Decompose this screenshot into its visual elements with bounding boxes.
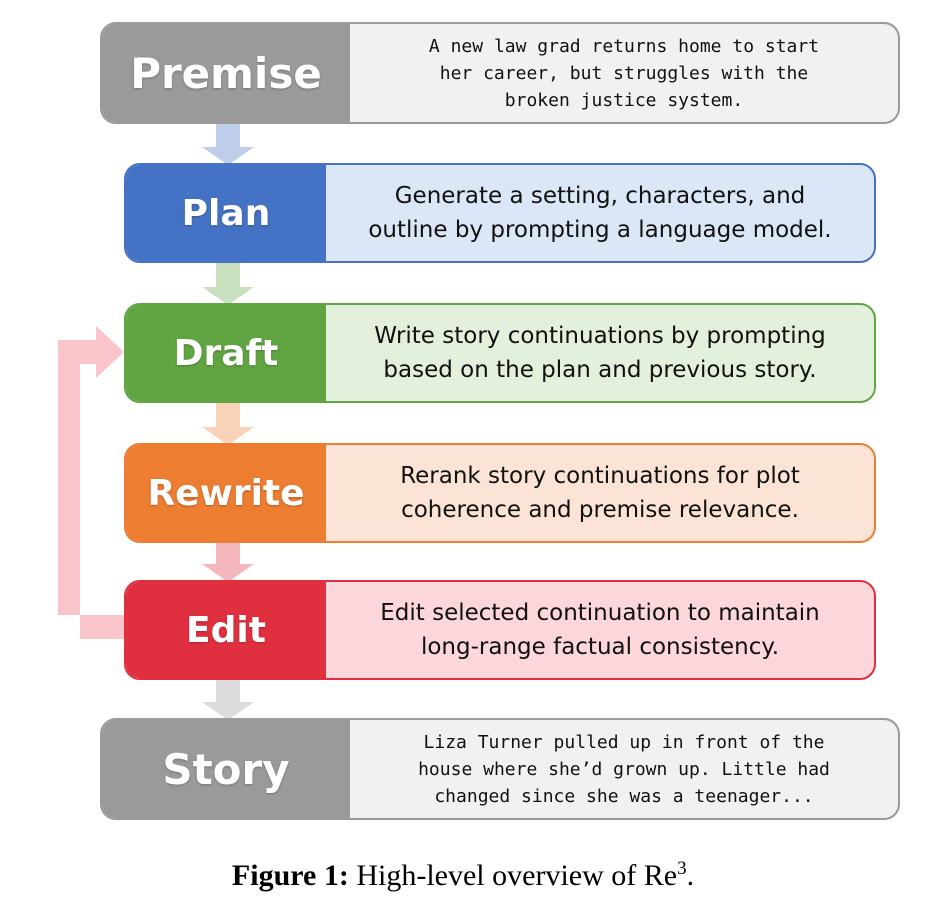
step-description: Edit selected continuation to maintain l… xyxy=(380,600,820,660)
step-label: Rewrite xyxy=(126,445,326,541)
caption-body: High-level overview of Re xyxy=(356,859,678,892)
down-arrow-4 xyxy=(202,541,254,582)
down-arrow-2 xyxy=(202,261,254,305)
step-description: Rerank story continuations for plot cohe… xyxy=(400,463,800,523)
step-premise: Premise A new law grad returns home to st… xyxy=(100,22,900,124)
step-plan: Plan Generate a setting, characters, and … xyxy=(124,163,876,263)
step-draft: Draft Write story continuations by prompt… xyxy=(124,303,876,403)
caption-suffix: . xyxy=(686,859,695,892)
step-edit: Edit Edit selected continuation to mainta… xyxy=(124,580,876,680)
down-arrow-3 xyxy=(202,401,254,445)
step-description: Write story continuations by prompting b… xyxy=(374,323,826,383)
figure-caption: Figure 1: High-level overview of Re3. xyxy=(0,858,926,893)
down-arrow-5 xyxy=(202,678,254,720)
step-label: Edit xyxy=(126,582,326,678)
loop-back-arrow xyxy=(58,326,124,639)
step-label: Draft xyxy=(126,305,326,401)
step-story: Story Liza Turner pulled up in front of t… xyxy=(100,718,900,820)
step-label: Plan xyxy=(126,165,326,261)
step-description: Generate a setting, characters, and outl… xyxy=(368,183,832,243)
step-description: Liza Turner pulled up in front of the ho… xyxy=(418,731,830,807)
caption-superscript: 3 xyxy=(677,858,687,879)
step-label: Story xyxy=(102,720,350,818)
down-arrow-1 xyxy=(202,122,254,165)
caption-prefix: Figure 1: xyxy=(231,859,349,892)
step-label: Premise xyxy=(102,24,350,122)
step-description: A new law grad returns home to start her… xyxy=(428,35,820,111)
step-rewrite: Rewrite Rerank story continuations for pl… xyxy=(124,443,876,543)
